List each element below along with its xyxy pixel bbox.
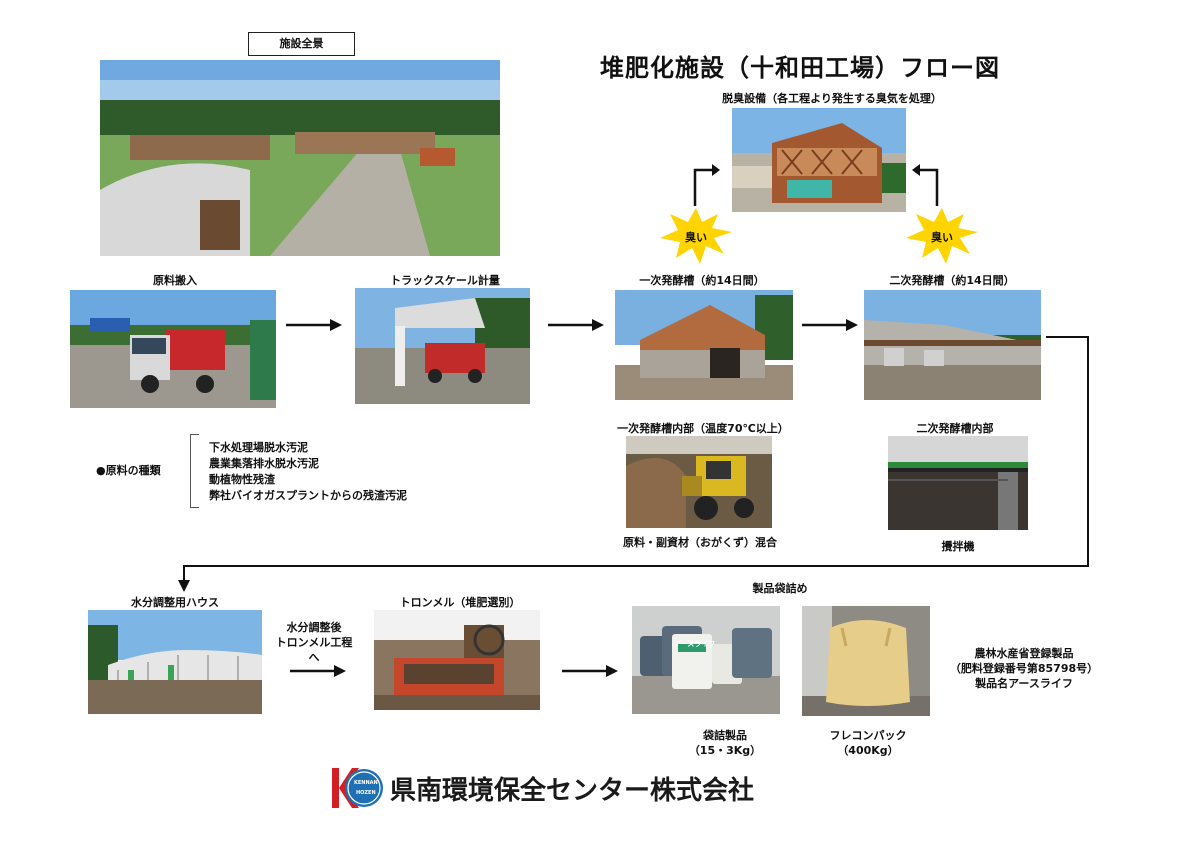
deodorize-label: 脱臭設備（各工程より発生する臭気を処理） bbox=[722, 92, 942, 105]
odor-label: 臭い bbox=[685, 231, 707, 244]
page-title: 堆肥化施設（十和田工場）フロー図 bbox=[600, 54, 1000, 82]
connector-arrow bbox=[178, 336, 1089, 592]
odor-starburst-icon: 臭い bbox=[660, 208, 732, 264]
moisture-note-line: 水分調整後 bbox=[286, 621, 342, 634]
elbow-arrow-right bbox=[912, 164, 939, 206]
registration-line: （肥料登録番号第85798号） bbox=[949, 662, 1099, 675]
secondary-fermentation-label: 二次発酵槽（約14日間） bbox=[889, 274, 1015, 287]
elbow-arrow-left bbox=[693, 164, 720, 206]
primary-inside-photo bbox=[626, 436, 772, 528]
intake-label: 原料搬入 bbox=[153, 274, 197, 287]
bag-brand-label: アースライフ bbox=[674, 640, 716, 648]
primary-fermentation-photo bbox=[615, 290, 793, 400]
materials-bracket bbox=[190, 434, 199, 508]
moisture-note: 水分調整後 トロンメル工程へ bbox=[272, 620, 356, 665]
odor-label: 臭い bbox=[931, 231, 953, 244]
list-item: 動植物性残渣 bbox=[209, 473, 275, 486]
primary-inside-label: 一次発酵槽内部（温度70℃以上） bbox=[617, 422, 789, 435]
materials-heading: ●原料の種類 bbox=[96, 464, 161, 477]
flexible-container-caption: フレコンパック （400Kg） bbox=[820, 728, 916, 758]
moisture-house-photo bbox=[88, 610, 262, 714]
registration-line: 農林水産省登録製品 bbox=[974, 647, 1074, 660]
company-logo: KENNAN HOZEN 県南環境保全センター株式会社 bbox=[332, 766, 754, 810]
bag-weight-label: （15・3Kg） bbox=[688, 744, 762, 757]
logo-text-top: KENNAN bbox=[354, 780, 378, 786]
moisture-note-line: トロンメル工程へ bbox=[275, 636, 353, 664]
bagging-label: 製品袋詰め bbox=[752, 582, 808, 595]
trommel-photo bbox=[374, 610, 540, 710]
registration-line: 製品名アースライフ bbox=[975, 677, 1073, 690]
list-item: 下水処理場脱水汚泥 bbox=[209, 441, 308, 454]
flexible-weight-label: （400Kg） bbox=[837, 744, 899, 757]
registration-info: 農林水産省登録製品 （肥料登録番号第85798号） 製品名アースライフ bbox=[944, 646, 1104, 691]
deodorize-photo bbox=[732, 108, 906, 212]
bag-product-caption: 袋詰製品 （15・3Kg） bbox=[680, 728, 770, 758]
secondary-inside-label: 二次発酵槽内部 bbox=[916, 422, 994, 435]
flexible-container-photo bbox=[802, 606, 930, 716]
secondary-inside-photo bbox=[888, 436, 1028, 530]
agitator-label: 攪拌機 bbox=[941, 540, 975, 553]
secondary-fermentation-photo bbox=[864, 290, 1041, 400]
right-arrow-icon bbox=[290, 665, 346, 677]
trommel-label: トロンメル（堆肥選別） bbox=[399, 596, 521, 609]
facility-overview-photo bbox=[100, 60, 500, 256]
moisture-house-label: 水分調整用ハウス bbox=[131, 596, 219, 609]
primary-fermentation-label: 一次発酵槽（約14日間） bbox=[639, 274, 765, 287]
list-item: 農業集落排水脱水汚泥 bbox=[209, 457, 319, 470]
logo-text-bottom: HOZEN bbox=[356, 790, 376, 796]
materials-list: 下水処理場脱水汚泥 農業集落排水脱水汚泥 動植物性残渣 弊社バイオガスプラントか… bbox=[209, 440, 407, 504]
mixing-label: 原料・副資材（おがくず）混合 bbox=[623, 536, 777, 549]
odor-starburst-icon: 臭い bbox=[906, 208, 978, 264]
list-item: 弊社バイオガスプラントからの残渣汚泥 bbox=[209, 489, 407, 502]
intake-photo bbox=[70, 290, 276, 408]
right-arrow-icon bbox=[548, 319, 604, 331]
company-emblem-icon bbox=[332, 768, 383, 808]
facility-overview-label: 施設全景 bbox=[248, 32, 355, 56]
truck-scale-photo bbox=[355, 288, 530, 404]
right-arrow-icon bbox=[562, 665, 618, 677]
right-arrow-icon bbox=[802, 319, 858, 331]
company-name: 県南環境保全センター株式会社 bbox=[390, 775, 755, 806]
truck-scale-label: トラックスケール計量 bbox=[390, 274, 500, 287]
right-arrow-icon bbox=[286, 319, 342, 331]
flexible-container-label: フレコンパック bbox=[829, 729, 907, 742]
bag-product-photo: アースライフ bbox=[632, 606, 780, 714]
bag-product-label: 袋詰製品 bbox=[703, 729, 747, 742]
